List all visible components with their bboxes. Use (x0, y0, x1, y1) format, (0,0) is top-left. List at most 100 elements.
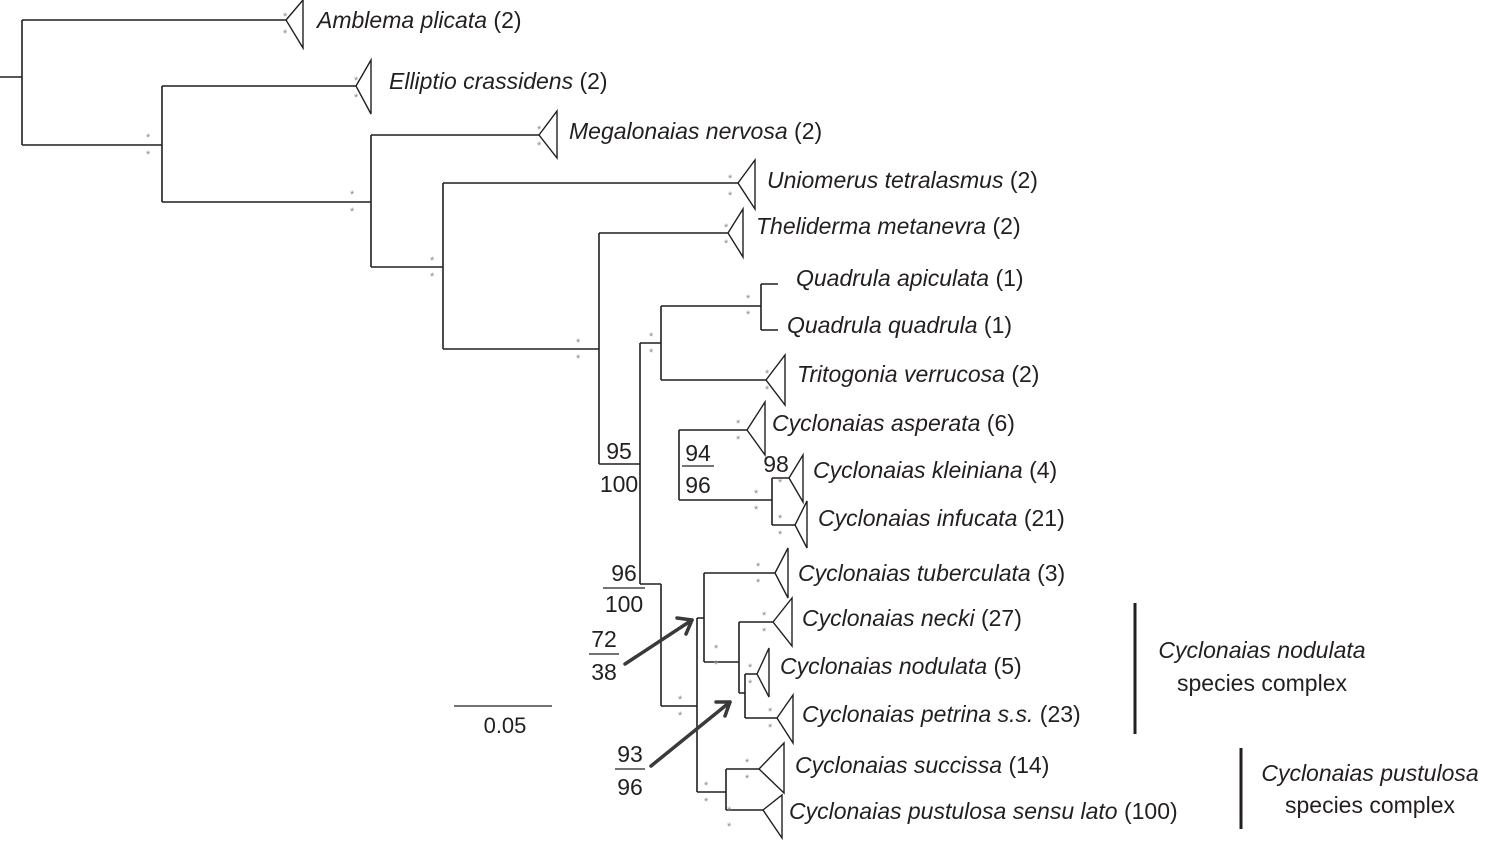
clade-triangle-cyclonaias-asperata (746, 399, 766, 458)
asterisk-mark: * (778, 477, 783, 489)
taxon-label: Cyclonaias nodulata (5) (780, 653, 1022, 679)
asterisk-mark: * (754, 488, 759, 500)
asterisk-mark: * (748, 678, 753, 690)
asterisk-mark: * (756, 561, 761, 573)
branch-node-theliderma (598, 232, 743, 465)
asterisk-mark: * (765, 368, 770, 380)
branch-node-72-38 (696, 617, 726, 793)
asterisk-mark: * (762, 610, 767, 622)
taxon-label: Cyclonaias tuberculata (3) (798, 560, 1065, 586)
clade-triangle-cyclonaias-nodulata (756, 647, 770, 698)
clade-triangle-cyclonaias-pustulosa (762, 793, 783, 841)
species-complex-pustulosa: Cyclonaias pustulosa species complex (1239, 748, 1479, 829)
asterisk-mark: * (704, 796, 709, 808)
support-value-93-96: 93 96 (615, 741, 645, 800)
branch-node-asperata-group (678, 429, 772, 501)
branch-node-tuberculata (703, 572, 775, 663)
support-value-top: 96 (611, 560, 637, 586)
branch-node-elliptio (161, 85, 371, 203)
support-value-top: 72 (591, 626, 617, 652)
branch-root (21, 19, 303, 146)
branch-node-kleiniana-infucata (771, 477, 795, 526)
species-complex-nodulata: Cyclonaias nodulata species complex (1133, 603, 1366, 734)
pointer-arrows (623, 616, 732, 768)
clade-triangle-cyclonaias-necki (772, 595, 793, 649)
asterisk-mark: * (762, 626, 767, 638)
clade-triangle-cyclonaias-succissa (758, 741, 785, 795)
support-value-bottom: 38 (591, 659, 617, 685)
taxon-labels: Amblema plicata (2) Elliptio crassidens … (315, 7, 1178, 824)
branch-node-pustulosa (725, 768, 763, 811)
support-value-bottom: 96 (617, 774, 643, 800)
asterisk-mark: * (283, 11, 288, 23)
support-value-94-96: 94 96 (682, 440, 714, 498)
asterisk-mark: * (728, 190, 733, 202)
asterisk-mark: * (576, 353, 581, 365)
taxon-label: Cyclonaias petrina s.s. (23) (802, 701, 1081, 727)
arrow-icon (623, 616, 694, 666)
branch-node-quadrula (760, 283, 778, 331)
branch-node-main-cyclonaias (660, 584, 697, 707)
asterisk-support-marks: * * * * * * * * * * * * * * * * * * * * … (146, 11, 783, 833)
asterisk-mark: * (768, 706, 773, 718)
asterisk-mark: * (678, 710, 683, 722)
asterisk-mark: * (146, 132, 151, 144)
clade-triangle-cyclonaias-kleiniana (788, 452, 804, 505)
asterisk-mark: * (714, 659, 719, 671)
branch-node-quadrula-tritogonia (660, 305, 785, 381)
clade-triangle-amblema-plicata (285, 0, 304, 51)
support-value-top: 93 (617, 741, 643, 767)
clade-triangle-cyclonaias-petrina (776, 692, 794, 746)
species-complex-label: species complex (1177, 670, 1348, 696)
taxon-label: Quadrula quadrula (1) (787, 312, 1012, 338)
asterisk-mark: * (778, 529, 783, 541)
support-value-top: 94 (685, 440, 711, 466)
asterisk-mark: * (704, 780, 709, 792)
collapsed-clades (285, 0, 808, 841)
asterisk-mark: * (430, 255, 435, 267)
taxon-label: Theliderma metanevra (2) (756, 213, 1021, 239)
asterisk-mark: * (537, 124, 542, 136)
support-value-bottom: 96 (685, 472, 711, 498)
asterisk-mark: * (649, 347, 654, 359)
support-value-bottom: 100 (605, 591, 643, 617)
asterisk-mark: * (283, 28, 288, 40)
asterisk-mark: * (746, 293, 751, 305)
asterisk-mark: * (724, 222, 729, 234)
asterisk-mark: * (768, 722, 773, 734)
taxon-label: Elliptio crassidens (2) (389, 68, 608, 94)
taxon-label: Quadrula apiculata (1) (796, 265, 1024, 291)
asterisk-mark: * (727, 805, 732, 817)
asterisk-mark: * (778, 513, 783, 525)
asterisk-mark: * (736, 418, 741, 430)
clade-triangle-uniomerus-tetralasmus (737, 157, 756, 212)
asterisk-mark: * (649, 331, 654, 343)
taxon-label: Tritogonia verrucosa (2) (797, 361, 1039, 387)
asterisk-mark: * (430, 271, 435, 283)
taxon-label: Cyclonaias asperata (6) (772, 410, 1015, 436)
support-values: 95 100 94 96 98 96 100 72 38 93 96 (589, 438, 789, 800)
taxon-label: Cyclonaias necki (27) (802, 605, 1022, 631)
asterisk-mark: * (746, 309, 751, 321)
asterisk-mark: * (765, 384, 770, 396)
asterisk-mark: * (146, 149, 151, 161)
asterisk-mark: * (350, 189, 355, 201)
asterisk-mark: * (728, 173, 733, 185)
branch-node-necki (738, 621, 773, 694)
taxon-label: Megalonaias nervosa (2) (569, 118, 822, 144)
asterisk-mark: * (354, 92, 359, 104)
tree-branches (0, 19, 795, 811)
clade-triangle-megalonaias-nervosa (538, 108, 558, 161)
support-value-98: 98 (763, 451, 789, 477)
support-value-top: 95 (606, 438, 632, 464)
scale-bar: 0.05 (454, 705, 552, 738)
support-value-96-100: 96 100 (603, 560, 645, 617)
taxon-label: Cyclonaias pustulosa sensu lato (100) (789, 798, 1178, 824)
branch-node-uniomerus (442, 182, 755, 350)
asterisk-mark: * (736, 434, 741, 446)
asterisk-mark: * (745, 757, 750, 769)
branch-node-cyclonaias-split (639, 342, 661, 585)
asterisk-mark: * (350, 206, 355, 218)
asterisk-mark: * (754, 504, 759, 516)
